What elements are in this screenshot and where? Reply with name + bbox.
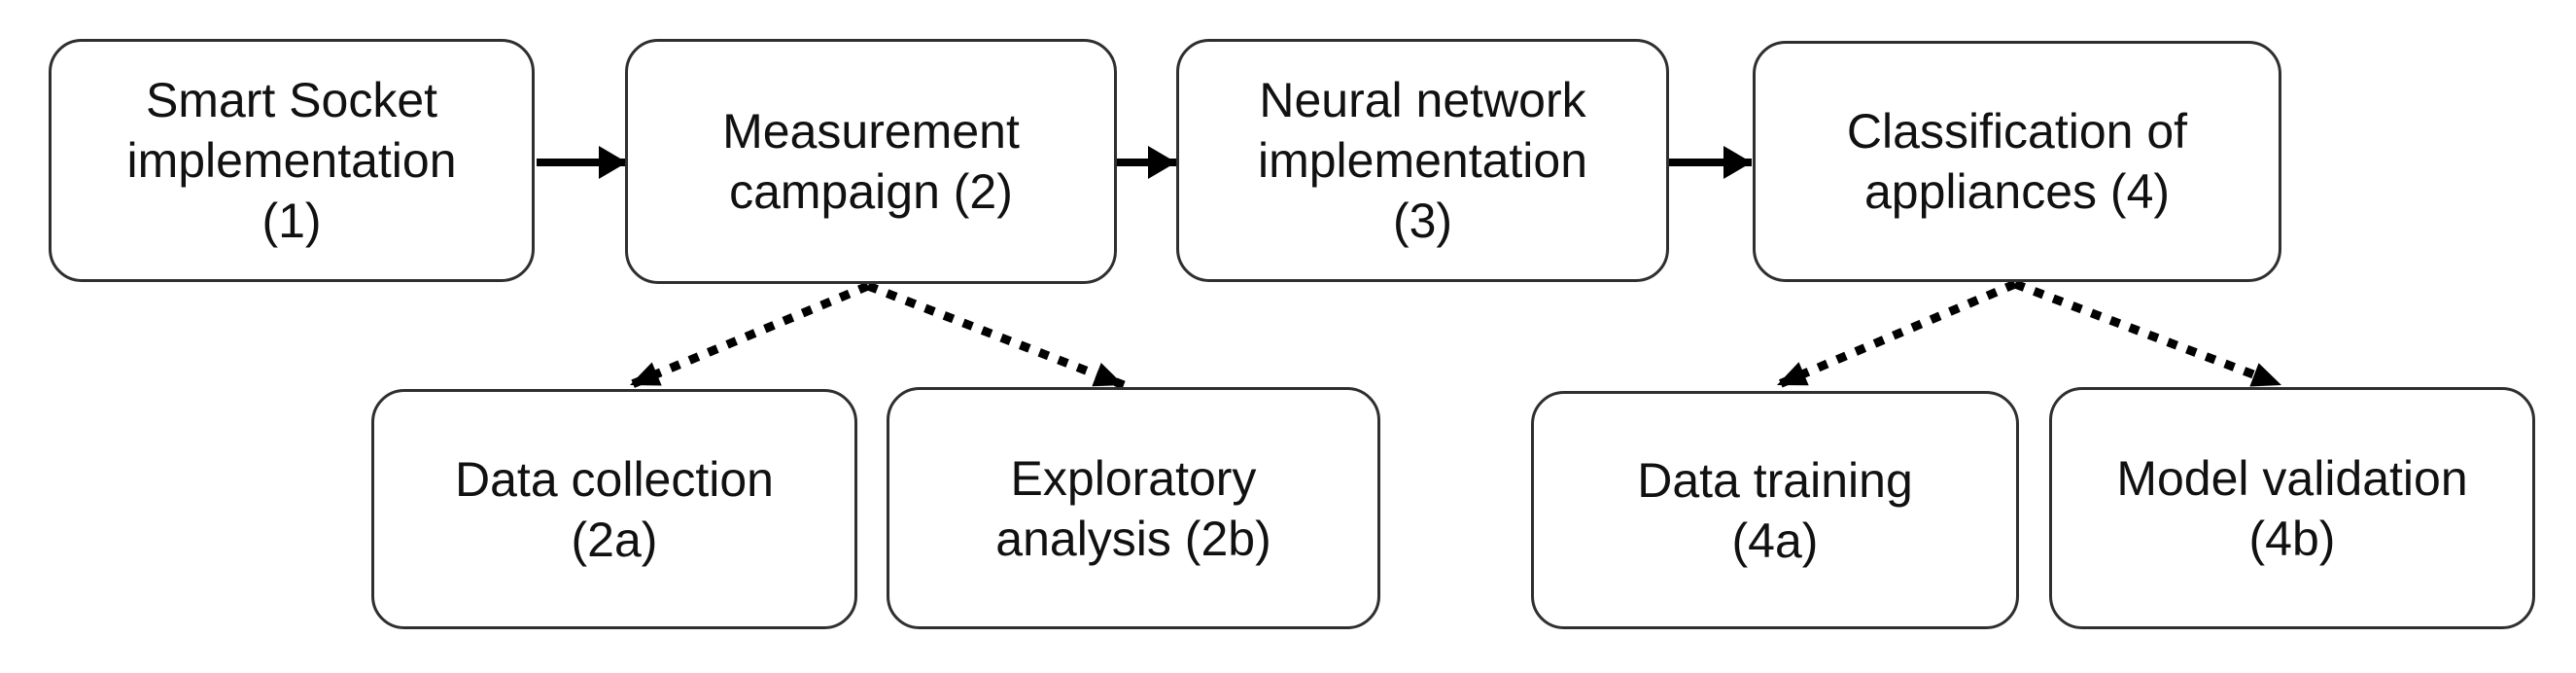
node-label-line: analysis (2b) — [995, 511, 1271, 566]
node-label-line: Classification of — [1846, 104, 2188, 159]
edge-4-to-4b — [2013, 279, 2283, 390]
edge-4-to-4a — [1775, 279, 2017, 390]
node-label-line: Data training — [1637, 452, 1913, 508]
node-label-line: implementation — [126, 133, 457, 188]
node-data-training: Data training (4a) — [1531, 391, 2019, 629]
node-label-line: (3) — [1392, 194, 1453, 248]
node-label-line: (2a) — [571, 512, 658, 567]
node-data-collection: Data collection (2a) — [371, 389, 857, 629]
node-label-line: Measurement — [722, 104, 1020, 159]
node-label-line: (4b) — [2248, 511, 2336, 566]
node-neural-network-implementation: Neural network implementation (3) — [1176, 39, 1669, 282]
node-label-line: appliances (4) — [1863, 164, 2171, 219]
node-label-line: Model validation — [2116, 450, 2468, 506]
node-smart-socket-implementation: Smart Socket implementation (1) — [49, 39, 535, 282]
node-classification-of-appliances: Classification of appliances (4) — [1753, 41, 2281, 282]
node-model-validation: Model validation (4b) — [2049, 387, 2535, 629]
node-label-line: Data collection — [455, 451, 774, 507]
node-exploratory-analysis: Exploratory analysis (2b) — [887, 387, 1380, 629]
node-label-line: Neural network — [1259, 73, 1586, 127]
node-label-line: Smart Socket — [145, 73, 438, 127]
node-label-line: implementation — [1257, 133, 1588, 188]
edge-2-to-2b — [866, 281, 1126, 390]
node-label-line: Exploratory — [1010, 450, 1257, 506]
node-label-line: (4a) — [1731, 513, 1819, 568]
edge-2-to-2a — [628, 281, 870, 390]
node-label-line: (1) — [261, 194, 322, 248]
node-measurement-campaign: Measurement campaign (2) — [625, 39, 1117, 284]
node-label-line: campaign (2) — [729, 164, 1013, 219]
